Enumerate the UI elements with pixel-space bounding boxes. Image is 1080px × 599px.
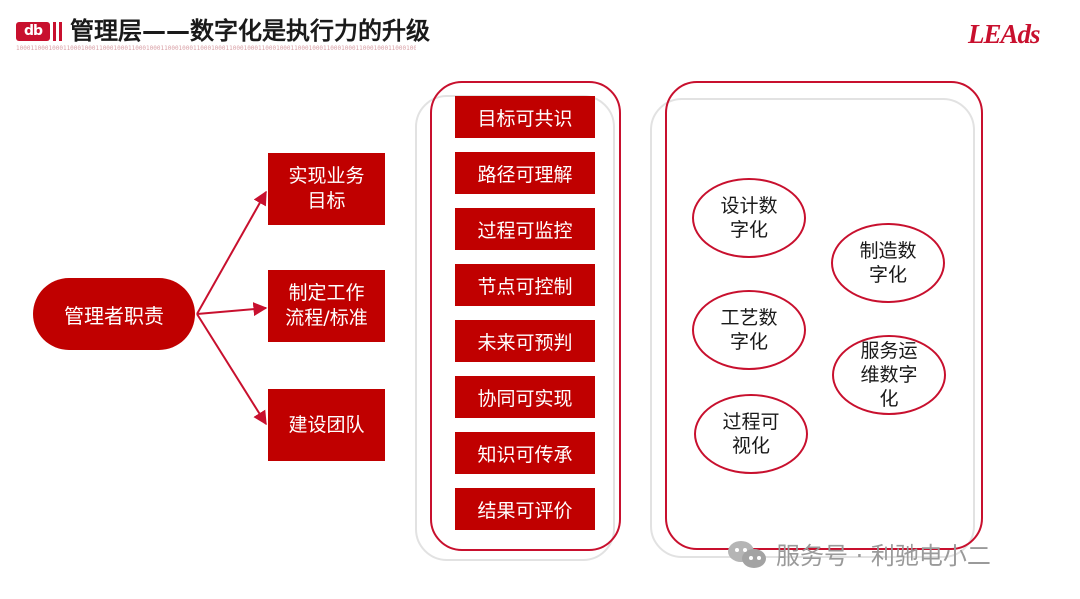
page-title: 管理层——数字化是执行力的升级 [70, 17, 430, 45]
ability-item: 过程可监控 [455, 208, 595, 250]
ability-item: 知识可传承 [455, 432, 595, 474]
brand-logo: LEAds [968, 19, 1041, 49]
service-ops-digitalization-node: 服务运维数字化 [832, 335, 946, 415]
design-digitalization-node: 设计数字化 [692, 178, 806, 258]
ability-item: 结果可评价 [455, 488, 595, 530]
company-logo: db [16, 22, 50, 41]
ability-item: 目标可共识 [455, 96, 595, 138]
digitalization-frame-shadow [650, 98, 975, 558]
ability-item: 协同可实现 [455, 376, 595, 418]
manufacturing-digitalization-node: 制造数字化 [831, 223, 945, 303]
digitalization-frame [665, 81, 983, 550]
ability-item: 路径可理解 [455, 152, 595, 194]
process-visualization-node: 过程可视化 [694, 394, 808, 474]
wechat-icon [728, 539, 768, 569]
abilities-frame [430, 81, 621, 551]
arrow-to-goal-1 [196, 190, 267, 315]
watermark: 服务号 · 利驰电小二 [728, 536, 991, 571]
logo-bars-icon [53, 22, 63, 41]
ability-item: 节点可控制 [455, 264, 595, 306]
process-digitalization-node: 工艺数字化 [692, 290, 806, 370]
watermark-text: 服务号 · 利驰电小二 [776, 542, 991, 570]
goal-team-building: 建设团队 [268, 389, 385, 461]
goal-business-targets: 实现业务目标 [268, 153, 385, 225]
arrow-to-goal-3 [196, 313, 267, 426]
manager-duties-node: 管理者职责 [33, 278, 195, 350]
ability-item: 未来可预判 [455, 320, 595, 362]
arrow-to-goal-2 [196, 302, 268, 317]
binary-decoration: 1000110001000110001000110001000110001000… [16, 45, 416, 52]
goal-workflow-standards: 制定工作流程/标准 [268, 270, 385, 342]
